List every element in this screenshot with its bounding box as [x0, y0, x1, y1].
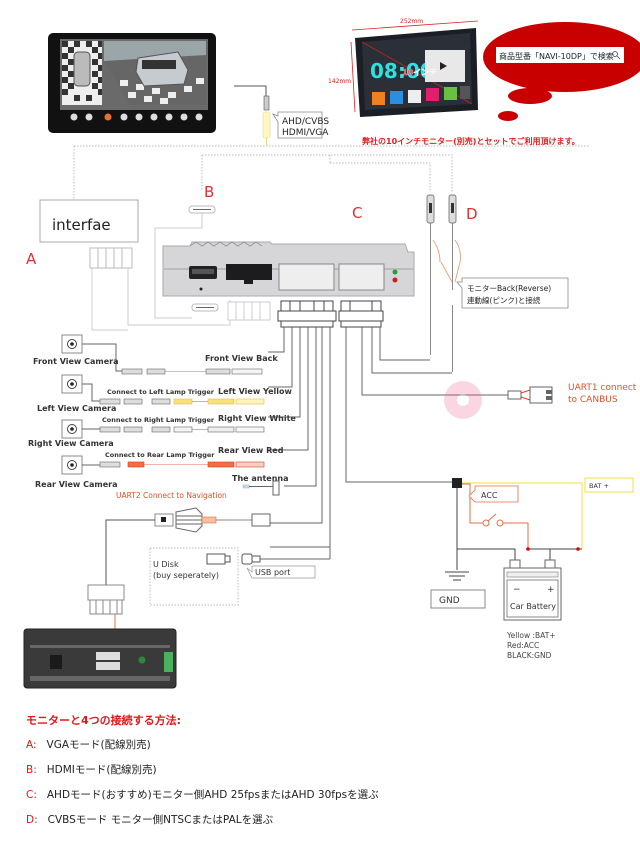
car-battery: [503, 559, 562, 621]
antenna-connector: [272, 480, 280, 496]
camera-left: [61, 374, 100, 402]
usb-port-label: USB port: [255, 568, 290, 577]
navi-monitor: 252mm 142mm 08:00 10インチ: [328, 18, 479, 117]
legend-text-a: VGAモード(配線別売): [46, 739, 151, 751]
dim-height-label: 142mm: [328, 78, 351, 85]
camera-front: [61, 334, 122, 372]
power-circuit: [445, 478, 583, 581]
monitor-caption: 弊社の10インチモニター(別売)とセットでご利用頂けます。: [362, 136, 580, 146]
video-callout-line2: HDMI/VGA: [282, 128, 329, 138]
usb-disk-line2: (buy seperately): [153, 571, 219, 580]
watermark-icon: [444, 381, 482, 419]
reverse-callout-line2: 連動線(ピンク)と接続: [467, 295, 541, 305]
interface-box: interfae: [39, 199, 139, 243]
vga-plug: [227, 301, 271, 321]
video-callout-line1: AHD/CVBS: [282, 117, 329, 127]
legend-text-c: AHDモード(おすすめ)モニター側AHD 25fpsまたはAHD 30fpsを選…: [46, 789, 379, 801]
legend-row-d: D: CVBSモード モニター側NTSCまたはPALを選ぶ: [26, 812, 273, 827]
search-bubble: 商品型番「NAVI-10DP」で検索: [483, 22, 640, 121]
uart2-label: UART2 Connect to Navigation: [116, 491, 227, 500]
gnd-label: GND: [439, 596, 460, 606]
camera-left-label: Left View Camera: [37, 404, 116, 413]
main-harness-plugs: [277, 300, 384, 328]
legend-text-d: CVBSモード モニター側NTSCまたはPALを選ぶ: [47, 814, 274, 826]
battery-minus: −: [513, 585, 521, 595]
power-legend-black: BLACK:GND: [507, 651, 552, 660]
camera-front-cable-label: Front View Back: [205, 354, 278, 363]
label-c: C: [352, 204, 362, 222]
legend-title: モニターと4つの接続する方法:: [26, 714, 182, 727]
camera-right-label: Right View Camera: [28, 439, 114, 448]
uart1-connector: [507, 386, 553, 404]
reverse-callout-line1: モニターBack(Reverse): [467, 284, 551, 293]
gnd-box: [430, 589, 486, 609]
size-badge: 10インチ: [402, 68, 437, 77]
wiring-diagram: AHD/CVBS HDMI/VGA 252mm 142mm 08:00 10イン…: [23, 18, 640, 689]
camera-rear-cable: [99, 461, 265, 468]
head-unit-rear: [23, 628, 177, 689]
camera-rear-trigger: Connect to Rear Lamp Trigger: [105, 451, 215, 459]
camera-front-cable: [121, 368, 263, 375]
antenna-label: The antenna: [232, 474, 289, 483]
camera-left-cable: [99, 398, 265, 405]
legend-key-a: A:: [26, 739, 37, 751]
harness-wires: [252, 327, 510, 548]
power-legend-yellow: Yellow :BAT+: [506, 631, 556, 640]
legend-key-c: C:: [26, 789, 37, 801]
camera-right: [61, 419, 100, 439]
legend-row-c: C: AHDモード(おすすめ)モニター側AHD 25fpsまたはAHD 30fps…: [26, 787, 379, 802]
legend-text-b: HDMIモード(配線別売): [46, 764, 157, 776]
uart1-label-line1: UART1 connect: [568, 383, 637, 393]
search-bubble-text: 商品型番「NAVI-10DP」で検索: [499, 51, 614, 61]
legend-row-b: B: HDMIモード(配線別売): [26, 762, 157, 777]
camera-rear: [61, 455, 100, 475]
antenna-plug: [242, 484, 250, 489]
nav-plug: [87, 584, 125, 615]
legend-key-d: D:: [26, 814, 38, 826]
acc-label: ACC: [481, 491, 498, 500]
power-legend-red: Red:ACC: [507, 641, 539, 650]
label-d: D: [466, 205, 478, 223]
uart2-connector: [105, 507, 271, 585]
clock-display: 08:00: [370, 59, 434, 83]
video-cable: AHD/CVBS HDMI/VGA: [234, 85, 329, 146]
bat-callout: [584, 477, 634, 493]
camera-left-trigger: Connect to Left Lamp Trigger: [107, 388, 215, 396]
reverse-callout: モニターBack(Reverse) 連動線(ピンク)と接続: [456, 277, 569, 309]
acc-callout: [468, 485, 519, 503]
dotted-routing: [73, 145, 590, 200]
camera-right-trigger: Connect to Right Lamp Trigger: [102, 416, 215, 424]
camera-rear-cable-label: Rear View Red: [218, 446, 284, 455]
camera-right-cable-label: Right View White: [218, 414, 296, 423]
legend-row-a: A: VGAモード(配線別売): [26, 737, 151, 752]
camera-rear-label: Rear View Camera: [35, 480, 117, 489]
surround-view-monitor: [48, 33, 216, 133]
dim-width-label: 252mm: [400, 18, 423, 25]
legend-key-b: B:: [26, 764, 37, 776]
camera-left-cable-label: Left View Yellow: [218, 387, 292, 396]
label-b: B: [204, 183, 214, 201]
camera-front-label: Front View Camera: [33, 357, 118, 366]
usb-port: USB port: [241, 553, 330, 579]
battery-plus: +: [547, 585, 555, 595]
battery-label: Car Battery: [510, 602, 556, 611]
camera-right-cable: [99, 426, 265, 433]
interface-module: [162, 241, 415, 297]
rca-plugs: [426, 194, 461, 372]
interface-box-label: interfae: [52, 216, 111, 234]
uart1-label-line2: to CANBUS: [568, 395, 618, 405]
search-icon: [612, 51, 618, 57]
usb-disk-box: U Disk (buy seperately): [149, 547, 239, 606]
vga-connector: [89, 247, 133, 269]
usb-disk-line1: U Disk: [153, 560, 179, 569]
label-a: A: [26, 250, 37, 268]
bat-label: BAT +: [589, 482, 609, 490]
